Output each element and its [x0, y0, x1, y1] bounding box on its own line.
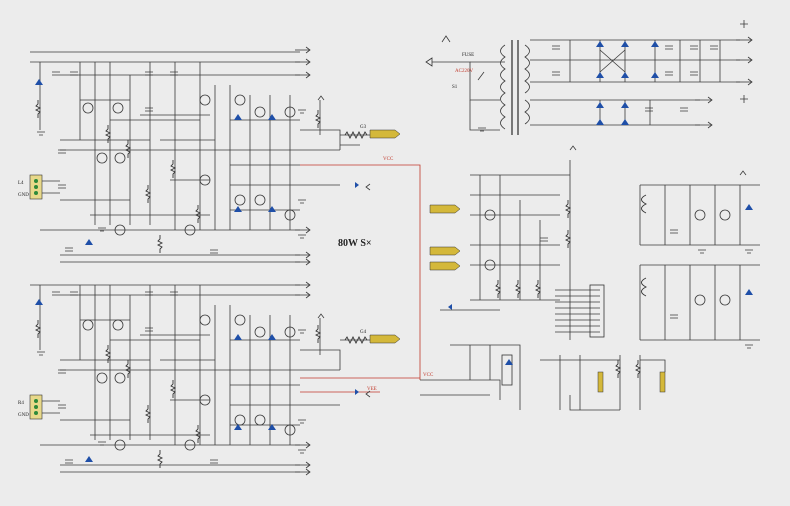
mains-label: AC220V — [455, 69, 473, 74]
out-label-g3: G3 — [360, 125, 367, 130]
input-label-gnd: GND — [18, 193, 29, 198]
ground-symbols-ch1 — [37, 95, 371, 239]
sense-terminal-3 — [429, 261, 461, 271]
fuse-label: FUSE — [462, 53, 474, 58]
rectifier-diodes — [596, 41, 659, 125]
ground-symbols-ch2 — [37, 313, 371, 454]
filter-capacitors — [552, 45, 718, 112]
diodes-ch1 — [35, 79, 359, 245]
vcc-label-bottom: VCC — [423, 373, 434, 378]
vcc-label-top: VCC — [383, 157, 394, 162]
power-supply-section: FUSE AC220V S1 — [425, 20, 753, 135]
input-label-gnd-2: GND — [18, 413, 29, 418]
relay-coil — [501, 354, 513, 386]
regulator-section — [639, 170, 760, 349]
out-label-g4: G4 — [360, 330, 367, 335]
schematic-title: 80W S× — [338, 238, 372, 249]
protection-circuit — [420, 145, 666, 411]
transformer — [500, 40, 530, 135]
mains-plug-icon — [425, 57, 433, 67]
sense-terminal-2 — [429, 246, 461, 256]
channel-1-amplifier: L4 GND G3 — [18, 46, 421, 380]
speaker-terminal-1 — [369, 129, 401, 139]
resistors-protection — [494, 200, 572, 298]
supply-ground-bottom — [740, 95, 748, 103]
channel-2-amplifier: R4 GND G4 — [18, 281, 420, 476]
fuse-element-2 — [659, 371, 666, 393]
transistor-group-1 — [82, 94, 296, 236]
switch-label: S1 — [452, 85, 458, 90]
resistors-ch1 — [34, 100, 322, 253]
supply-ground-top — [740, 20, 748, 28]
resistors-ch2 — [34, 320, 322, 468]
sense-terminal-1 — [429, 204, 461, 214]
transistor-group-2 — [82, 314, 296, 451]
vee-label-bottom: VEE — [367, 387, 377, 392]
capacitors-ch1 — [52, 71, 218, 254]
input-label-right: R4 — [18, 401, 24, 406]
control-ic — [589, 284, 605, 338]
diodes-ch2 — [35, 299, 359, 462]
fuse-element-1 — [597, 371, 604, 393]
input-label-left: L4 — [18, 181, 24, 186]
speaker-terminal-2 — [369, 334, 401, 344]
power-net-labels: VCC VCC VEE — [367, 157, 434, 392]
capacitors-ch2 — [52, 291, 218, 464]
